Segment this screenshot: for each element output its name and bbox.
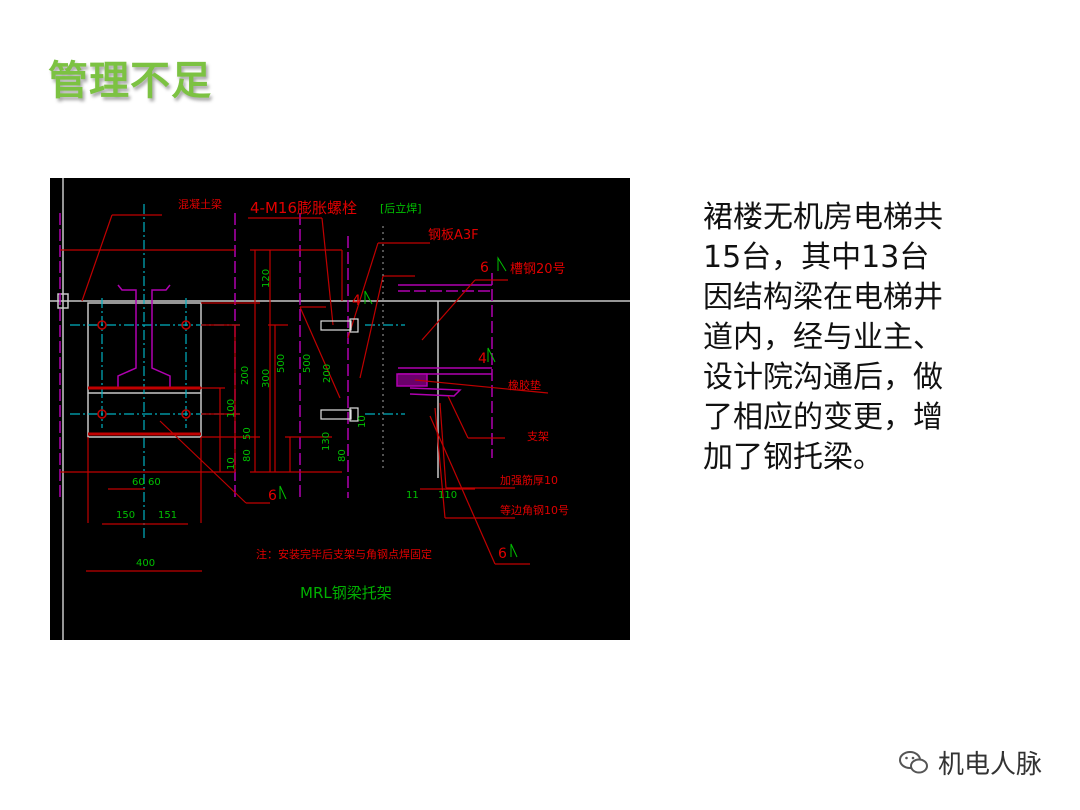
svg-text:80: 80 <box>242 449 253 462</box>
label-channel: 槽钢20号 <box>510 262 566 277</box>
label-stiffener: 加强筋厚10 <box>500 473 558 487</box>
description-line: 裙楼无机房电梯共 <box>703 200 943 235</box>
label-weld-note: [后立焊] <box>380 201 422 215</box>
wechat-icon <box>899 750 928 773</box>
description-line: 设计院沟通后，做 <box>703 360 943 395</box>
svg-text:120: 120 <box>261 269 272 288</box>
dimension-lines <box>60 214 549 572</box>
description-line: 道内，经与业主、 <box>703 320 943 355</box>
svg-text:200: 200 <box>322 364 333 383</box>
anchor-bolts <box>320 318 359 422</box>
description-text: 裙楼无机房电梯共 15台，其中13台 因结构梁在电梯井 道内，经与业主、 设计院… <box>703 198 1003 478</box>
cad-svg: 混凝土梁 4-M16膨胀螺栓 [后立焊] 钢板A3F 槽钢20号 橡胶垫 支架 … <box>50 178 630 640</box>
svg-text:60: 60 <box>132 477 145 488</box>
svg-text:80: 80 <box>337 449 348 462</box>
svg-text:10: 10 <box>226 457 237 470</box>
svg-text:400: 400 <box>136 558 155 569</box>
svg-text:50: 50 <box>242 427 253 440</box>
svg-text:11: 11 <box>406 490 419 501</box>
weld-symbols: 6 4 4 6 6 <box>268 256 518 562</box>
svg-text:130: 130 <box>321 432 332 451</box>
bolt-holes <box>97 320 191 419</box>
svg-text:100: 100 <box>226 399 237 418</box>
label-angle-steel: 等边角钢10号 <box>500 503 569 517</box>
description-line: 因结构梁在电梯井 <box>703 280 943 315</box>
label-bracket: 支架 <box>527 430 549 443</box>
description-line: 了相应的变更，增 <box>703 400 943 435</box>
label-rubber-pad: 橡胶垫 <box>508 378 541 392</box>
svg-text:300: 300 <box>261 369 272 388</box>
logo-text: 机电人脉 <box>938 750 1043 780</box>
description-line: 15台，其中13台 <box>703 240 930 275</box>
label-caption: MRL钢梁托架 <box>300 584 392 602</box>
cad-drawing: 混凝土梁 4-M16膨胀螺栓 [后立焊] 钢板A3F 槽钢20号 橡胶垫 支架 … <box>50 178 630 640</box>
svg-text:6: 6 <box>498 546 507 562</box>
label-concrete-beam: 混凝土梁 <box>178 197 222 211</box>
svg-text:60: 60 <box>148 477 161 488</box>
svg-text:4: 4 <box>478 351 487 367</box>
svg-text:500: 500 <box>302 354 313 373</box>
label-note: 注：安装完毕后支架与角钢点焊固定 <box>256 547 432 561</box>
cad-labels: 混凝土梁 4-M16膨胀螺栓 [后立焊] 钢板A3F 槽钢20号 橡胶垫 支架 … <box>178 197 569 602</box>
svg-text:150: 150 <box>116 510 135 521</box>
label-bolts: 4-M16膨胀螺栓 <box>250 199 357 217</box>
slide-title: 管理不足 <box>48 58 212 104</box>
center-lines <box>70 204 405 538</box>
svg-text:10: 10 <box>357 415 368 428</box>
svg-text:6: 6 <box>268 488 277 504</box>
svg-text:4: 4 <box>352 293 361 309</box>
label-steel-plate: 钢板A3F <box>428 228 479 243</box>
watermark-logo: 机电人脉 <box>898 744 1042 781</box>
dimension-texts: 120 300 500 200 100 50 10 80 500 200 130… <box>116 269 457 569</box>
svg-text:110: 110 <box>438 490 457 501</box>
svg-text:6: 6 <box>480 260 489 276</box>
description-line: 加了钢托梁。 <box>703 440 883 475</box>
svg-text:500: 500 <box>276 354 287 373</box>
rail-profile <box>59 213 493 498</box>
svg-text:200: 200 <box>240 366 251 385</box>
svg-text:151: 151 <box>158 510 177 521</box>
